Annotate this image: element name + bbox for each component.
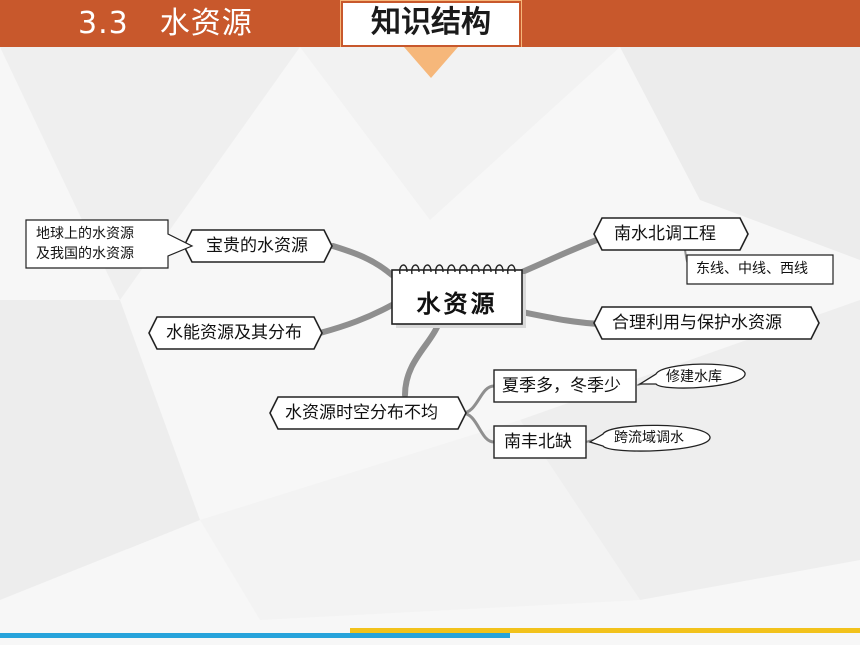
node-precious: 宝贵的水资源 xyxy=(206,236,308,256)
node-uneven: 水资源时空分布不均 xyxy=(285,403,438,423)
node-cross-basin-box xyxy=(588,424,711,452)
page-title: 3.3 水资源 xyxy=(78,6,253,41)
node-reservoir-box xyxy=(637,363,746,389)
connector-uneven xyxy=(402,322,441,398)
node-diversion-box xyxy=(593,217,749,251)
footer-stripe-yellow xyxy=(350,628,860,633)
node-precious-note-line2: 及我国的水资源 xyxy=(36,246,134,262)
center-notebook xyxy=(391,264,526,328)
center-topic: 水资源 xyxy=(416,289,498,318)
node-summer-winter-box xyxy=(493,369,637,403)
node-routes-box xyxy=(686,254,834,285)
section-tab-label: 知识结构 xyxy=(371,5,491,40)
node-reservoir: 修建水库 xyxy=(666,369,722,385)
connector-south-north xyxy=(460,411,496,444)
node-hydropower: 水能资源及其分布 xyxy=(166,323,302,343)
connector-diversion xyxy=(519,235,605,275)
node-summer-winter: 夏季多，冬季少 xyxy=(502,376,621,396)
connector-hydropower xyxy=(317,302,395,336)
node-south-north-box xyxy=(493,425,587,459)
node-uneven-box xyxy=(269,396,467,430)
footer-stripe-blue xyxy=(0,633,510,638)
connector-summer-winter xyxy=(460,384,496,415)
section-tab xyxy=(340,0,522,78)
connector-rational xyxy=(519,309,605,327)
node-precious-note-line1: 地球上的水资源 xyxy=(36,226,134,242)
node-precious-note-box xyxy=(25,219,194,269)
node-rational-use: 合理利用与保护水资源 xyxy=(612,313,782,333)
node-diversion: 南水北调工程 xyxy=(614,224,716,244)
connector-precious xyxy=(330,243,395,278)
node-hydropower-box xyxy=(148,316,323,350)
node-routes: 东线、中线、西线 xyxy=(696,261,808,277)
node-cross-basin: 跨流域调水 xyxy=(614,430,684,446)
node-south-north: 南丰北缺 xyxy=(504,432,572,452)
node-rational-box xyxy=(593,306,820,340)
